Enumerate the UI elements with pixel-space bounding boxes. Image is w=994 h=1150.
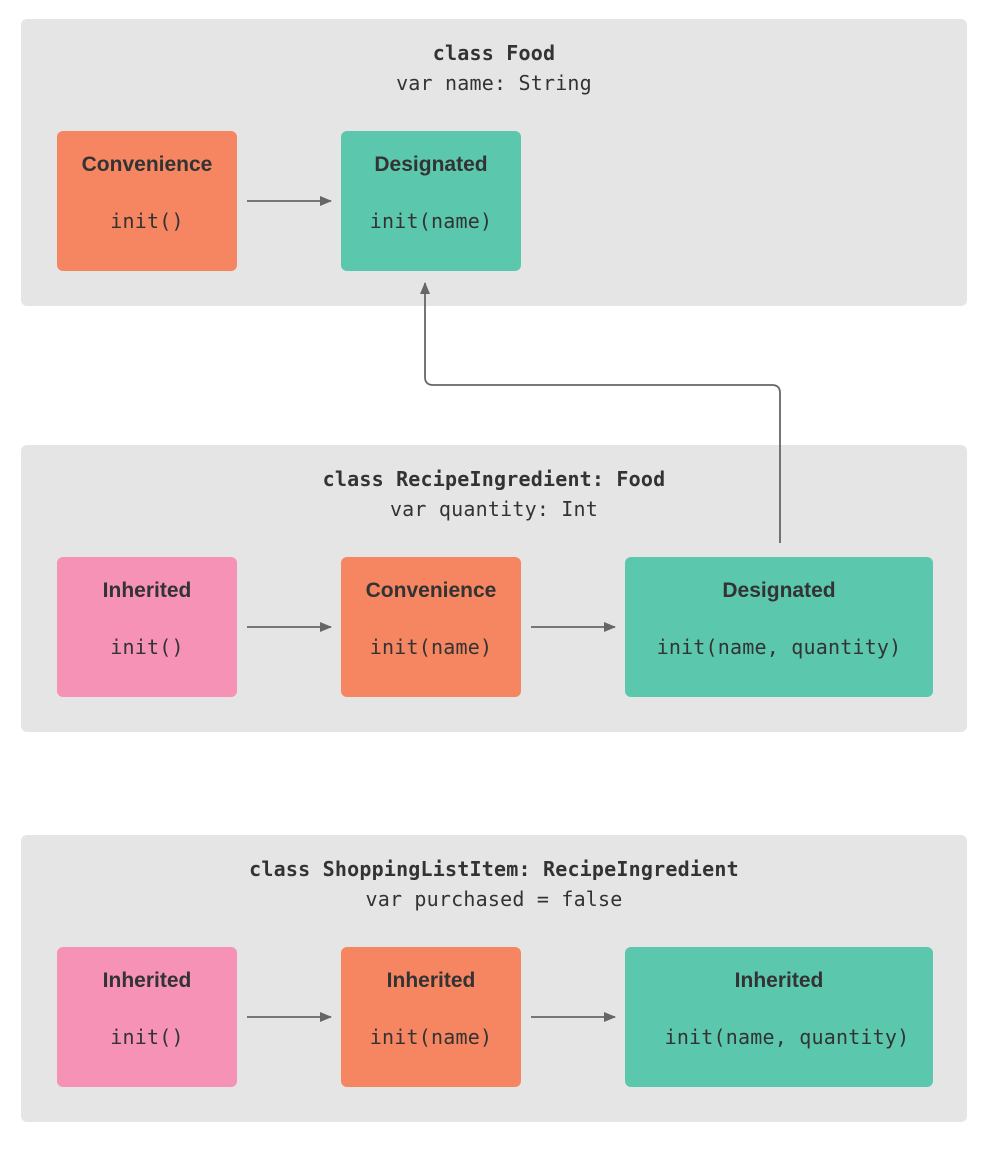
box-init-label: init(name) — [369, 1025, 493, 1049]
recipe-ingredient-designated-init-box: Designated init(name, quantity) — [625, 557, 933, 697]
box-kind-label: Designated — [722, 579, 836, 602]
box-kind-label: Convenience — [81, 153, 213, 176]
food-class-panel: class Food var name: String Convenience … — [21, 19, 967, 306]
shopping-list-item-inherited-name-quantity-init-box: Inherited init(name, quantity) — [625, 947, 933, 1087]
recipe-ingredient-class-title: class RecipeIngredient: Food — [322, 467, 666, 491]
box-init-label: init() — [110, 209, 184, 233]
box-kind-label: Inherited — [102, 579, 192, 602]
shopping-list-item-class-property: var purchased = false — [365, 887, 623, 911]
food-designated-init-box: Designated init(name) — [341, 131, 521, 271]
recipe-ingredient-class-panel: class RecipeIngredient: Food var quantit… — [21, 445, 967, 732]
box-kind-label: Convenience — [365, 579, 497, 602]
shopping-list-item-inherited-name-init-box: Inherited init(name) — [341, 947, 521, 1087]
box-kind-label: Inherited — [386, 969, 476, 992]
box-init-label: init(name, quantity) — [656, 635, 902, 659]
box-kind-label: Inherited — [734, 969, 824, 992]
box-init-label: init(name, quantity) — [664, 1025, 910, 1049]
box-init-label: init(name) — [369, 209, 493, 233]
recipe-ingredient-convenience-init-box: Convenience init(name) — [341, 557, 521, 697]
box-init-label: init(name) — [369, 635, 493, 659]
recipe-ingredient-inherited-init-box: Inherited init() — [57, 557, 237, 697]
box-kind-label: Inherited — [102, 969, 192, 992]
box-init-label: init() — [110, 1025, 184, 1049]
box-init-label: init() — [110, 635, 184, 659]
shopping-list-item-class-title: class ShoppingListItem: RecipeIngredient — [249, 857, 739, 881]
box-kind-label: Designated — [374, 153, 488, 176]
food-class-property: var name: String — [396, 71, 592, 95]
food-class-title: class Food — [432, 41, 556, 65]
recipe-ingredient-class-property: var quantity: Int — [389, 497, 599, 521]
shopping-list-item-inherited-init-box: Inherited init() — [57, 947, 237, 1087]
shopping-list-item-class-panel: class ShoppingListItem: RecipeIngredient… — [21, 835, 967, 1122]
food-convenience-init-box: Convenience init() — [57, 131, 237, 271]
